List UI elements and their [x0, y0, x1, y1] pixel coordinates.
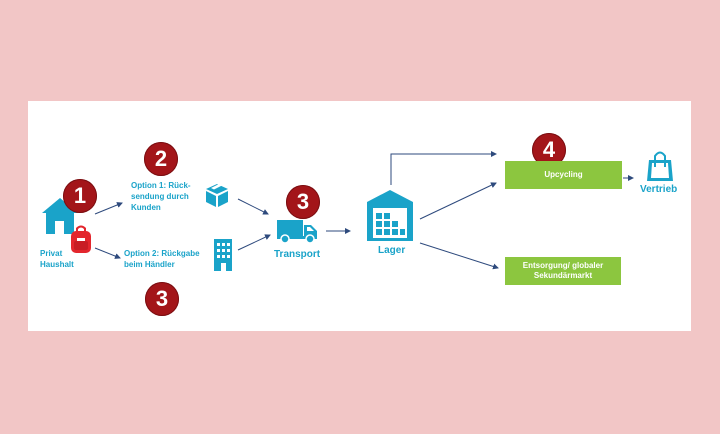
- vertrieb-label: Vertrieb: [640, 184, 678, 195]
- household-label: Privat Haushalt: [40, 249, 74, 269]
- badge-option2: 3: [145, 282, 179, 316]
- upcycling-box: Upcycling: [505, 161, 622, 189]
- badge-option1: 2: [144, 142, 178, 176]
- shopping-bag-icon: [647, 151, 673, 181]
- badge-household: 1: [63, 179, 97, 213]
- lager-label: Lager: [378, 245, 406, 256]
- building-icon: [214, 239, 232, 271]
- warehouse-icon: [367, 190, 413, 241]
- badge-transport: 3: [286, 185, 320, 219]
- entsorgung-box: Entsorgung/ globaler Sekundärmarkt: [505, 257, 621, 285]
- diagram-panel: [28, 101, 691, 331]
- parcel-icon: [206, 183, 228, 207]
- option2-label: Option 2: Rückgabe beim Händler: [124, 249, 200, 269]
- transport-label: Transport: [274, 249, 321, 260]
- truck-icon: [277, 220, 317, 244]
- backpack-icon: [71, 225, 91, 253]
- option1-label: Option 1: Rück- sendung durch Kunden: [131, 181, 191, 212]
